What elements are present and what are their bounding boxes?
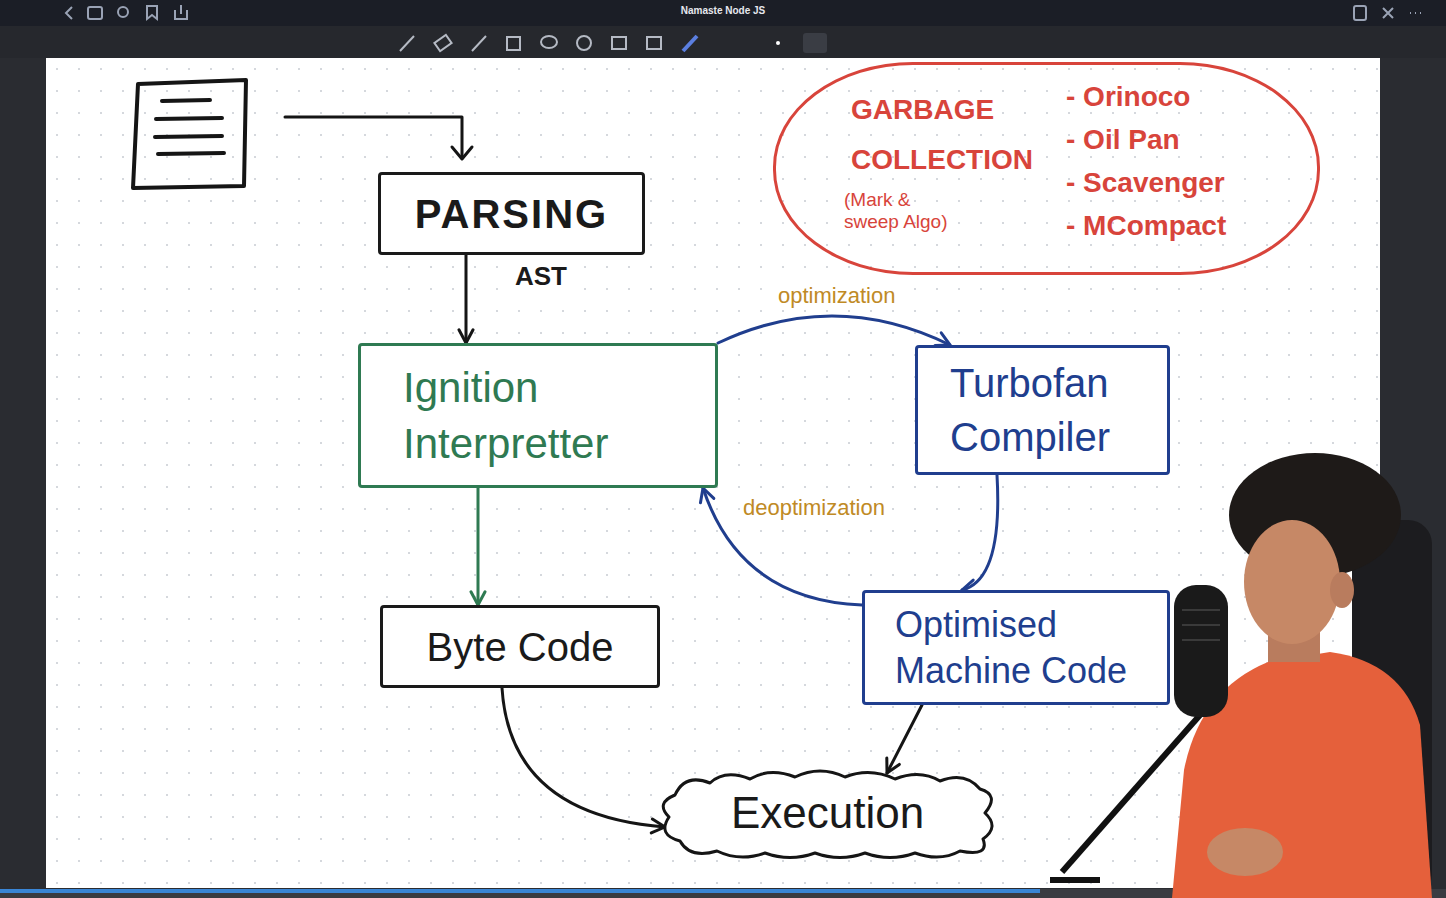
cloud-path [663,771,992,858]
node-text: Turbofan Compiler [950,356,1147,464]
input-arrow-head [452,147,472,159]
gc-item: - MCompact [1066,206,1296,246]
gc-item: - Oil Pan [1066,120,1296,160]
bookmark-icon [147,6,157,19]
gc-note: (Mark & sweep Algo) [844,189,964,233]
mic-stand [1062,715,1200,872]
stroke-style [803,33,827,53]
connector-line [962,475,998,590]
connector [471,488,485,605]
connector-line [502,688,665,827]
back-icon [66,7,72,19]
window-title: Namaste Node JS [623,5,823,16]
image-tool [612,37,626,49]
arrow-head [471,592,485,605]
close-icon [1383,8,1393,18]
lasso-tool [541,36,557,48]
bytecode-box: Byte Code [380,605,660,688]
text-tool [647,37,661,49]
highlighter-tool [472,36,486,51]
hand [1207,828,1283,876]
document-line [162,100,210,101]
connector-line [887,705,922,773]
share-icon [175,5,187,19]
execution-cloud: Execution [655,765,1000,862]
connector [718,316,950,345]
document-outline [133,80,246,188]
pen-tool [400,36,414,51]
mic-stand-base [1050,877,1100,883]
progress-bar [0,889,1040,893]
connector [502,688,665,833]
connector-line [477,488,480,605]
compiler-box: Turbofan Compiler [915,345,1170,475]
ear [1330,572,1354,608]
arrow-head [935,333,950,346]
microphone-grille [1182,610,1220,640]
gc-item: - Orinoco [1066,77,1296,117]
page-icon [1354,6,1366,20]
node-text: PARSING [415,190,608,238]
document-icon [133,80,246,188]
connector [887,705,922,773]
window-icons [66,5,1421,20]
machine-code-box: Optimised Machine Code [862,590,1170,705]
tool-icons [400,33,827,53]
connector-line [465,255,468,343]
process-box: PARSING [378,172,645,255]
arrow-head [651,819,665,833]
search-icon [118,7,128,17]
edge-label: AST [512,262,570,291]
face [1244,520,1340,644]
connector [962,475,998,594]
eraser-tool [434,35,451,51]
gc-heading: GARBAGE COLLECTION [851,85,1066,185]
node-text: Optimised Machine Code [895,602,1151,694]
arrow-head [459,330,473,343]
arrow-head [887,758,900,773]
sticker-tool [577,36,591,50]
gc-item: - Scavenger [1066,163,1296,203]
node-text: Byte Code [427,623,614,671]
input-arrow [285,117,472,159]
active-pen-tool [683,36,697,51]
input-arrow-line [285,117,462,158]
microphone [1174,585,1228,717]
document-line [158,153,224,154]
edge-label: optimization [775,284,898,308]
connector [459,255,473,343]
node-text: Execution [731,787,924,840]
pen-size [776,41,780,45]
connector-line [718,316,950,345]
document-line [156,118,222,119]
interpreter-box: Ignition Interpretter [358,343,718,488]
garbage-collection-oval: GARBAGE COLLECTION(Mark & sweep Algo) - O… [773,62,1320,275]
more-icon [1410,12,1421,14]
shape-tool [507,37,520,50]
node-text: Ignition Interpretter [403,360,685,472]
document-line [155,136,222,137]
arrow-head [700,488,713,503]
sidebar-icon [88,7,102,19]
edge-label: deoptimization [740,496,888,520]
toolbar [0,26,1446,58]
